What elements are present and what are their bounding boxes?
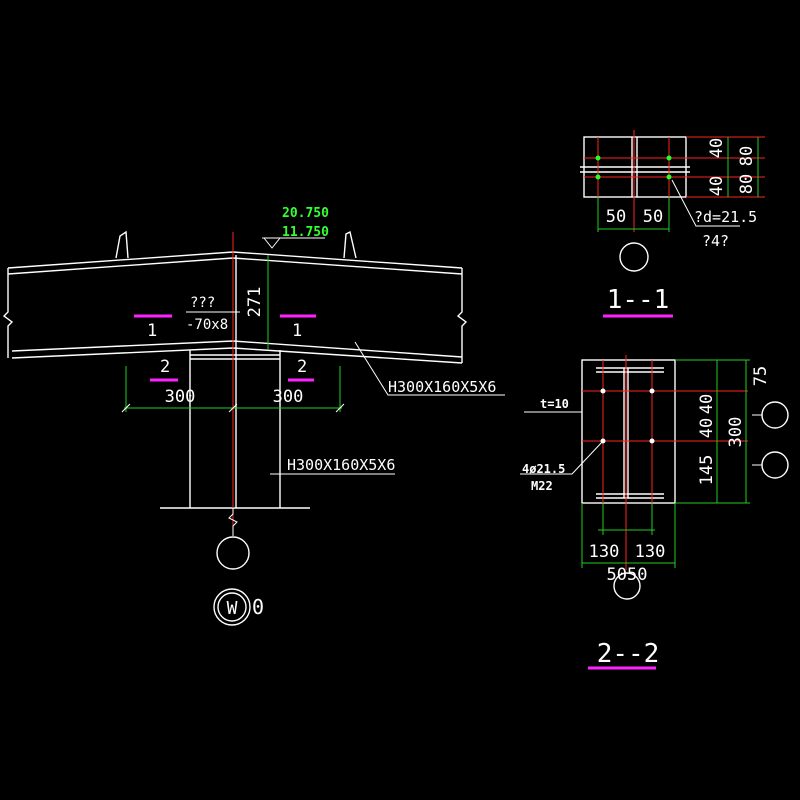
dim-tick <box>121 403 131 413</box>
section2-axis-bubble-top <box>761 401 789 429</box>
section2-dim-top: 75 <box>751 366 771 386</box>
section2-title: 2--2 <box>597 639 660 669</box>
column-label: H300X160X5X6 <box>287 456 395 474</box>
bolt-icon <box>595 155 601 161</box>
height-dim-text: 271 <box>245 287 265 318</box>
view-symbol-inner <box>217 592 247 622</box>
section-mark-1-left-text: 1 <box>147 321 157 341</box>
section1-dim-v3: 80 <box>737 146 757 166</box>
section2-axis-bubble-bottom <box>761 451 789 479</box>
section2-dim-300: 300 <box>726 417 746 448</box>
section-mark-2-right-text: 2 <box>297 357 307 377</box>
section1-title: 1--1 <box>607 285 670 315</box>
bolt-icon <box>649 388 655 394</box>
elevation-bottom-text: 11.750 <box>282 225 329 240</box>
bolt-icon <box>666 174 672 180</box>
section1-dim-v1: 40 <box>707 138 727 158</box>
section-1-1: 40 40 80 80 50 50 ?d=21.5 ?4? 1--1 <box>580 130 765 318</box>
section2-dim-130a: 130 <box>589 542 620 562</box>
view-symbol-suffix: 0 <box>252 595 264 619</box>
elevation-top-text: 20.750 <box>282 206 329 221</box>
beam-top-flange-inner <box>7 257 463 275</box>
section2-plate-outline <box>581 359 676 504</box>
section2-dim-145: 145 <box>697 455 717 486</box>
dim-tick <box>228 403 238 413</box>
section-mark-1-right-text: 1 <box>292 321 302 341</box>
section1-bolt-count: ?4? <box>702 232 729 250</box>
axis-bubble <box>216 536 250 570</box>
bolt-icon <box>649 438 655 444</box>
plate-size-text: -70x8 <box>186 317 228 333</box>
bolt-icon <box>595 174 601 180</box>
section1-bolt-leader <box>671 179 740 227</box>
section2-thickness: t=10 <box>540 397 569 411</box>
beam-label: H300X160X5X6 <box>388 378 496 396</box>
left-dim-text: 300 <box>165 387 196 407</box>
section2-bolt-leader <box>520 440 604 475</box>
view-symbol-text: W <box>227 598 238 619</box>
main-view: 271 20.750 11.750 ??? -70x8 1 1 2 2 300 … <box>2 206 505 626</box>
right-break-line <box>456 268 468 363</box>
view-symbol-outer <box>213 588 251 626</box>
section1-axis-bubble <box>619 242 649 272</box>
section-mark-2-left-text: 2 <box>160 357 170 377</box>
section1-dim-v2: 40 <box>707 176 727 196</box>
beam-label-leader <box>354 341 505 396</box>
section1-dim-right: 50 <box>643 207 663 227</box>
dim-tick <box>335 403 345 413</box>
section-2-2: t=10 4ø21.5 M22 75 40 40 300 145 130 130… <box>520 355 789 670</box>
left-break-line <box>2 268 14 358</box>
column-break-line <box>228 508 238 536</box>
right-purlin-tab <box>343 230 357 259</box>
section2-dim-bottom: 5050 <box>607 565 648 585</box>
bolt-icon <box>600 388 606 394</box>
plate-note-text: ??? <box>190 295 215 311</box>
section2-dim-40a: 40 <box>697 394 717 414</box>
section1-bolt-note: ?d=21.5 <box>694 208 757 226</box>
right-dim-text: 300 <box>273 387 304 407</box>
left-purlin-tab <box>115 230 129 259</box>
section2-bolt-note: 4ø21.5 <box>522 462 565 476</box>
bolt-icon <box>666 155 672 161</box>
elevation-triangle-icon <box>263 237 281 249</box>
section1-dim-v4: 80 <box>737 174 757 194</box>
section2-dim-130b: 130 <box>635 542 666 562</box>
section2-axis-bubble <box>613 572 641 600</box>
section2-bolt-size: M22 <box>531 479 553 493</box>
beam-top-flange <box>7 251 463 269</box>
section1-dim-left: 50 <box>606 207 626 227</box>
section2-dim-40b: 40 <box>697 418 717 438</box>
